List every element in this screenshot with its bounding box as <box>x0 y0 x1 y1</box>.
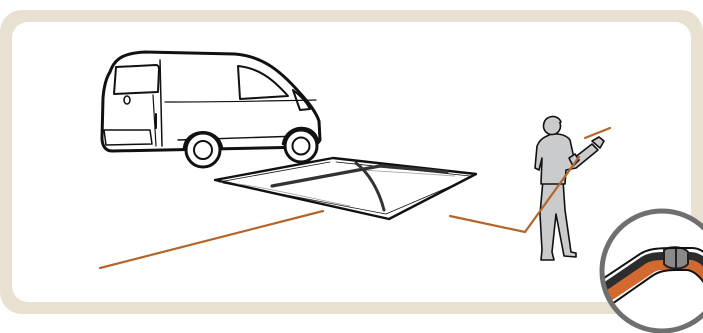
van-side-window <box>237 65 289 100</box>
tent-illustration <box>213 156 478 221</box>
annotation-line-right <box>448 155 581 234</box>
pole-outline-bottom <box>611 269 703 307</box>
van-front-hub <box>291 136 311 156</box>
annotation-line-left <box>98 209 325 270</box>
van-door-seam <box>159 59 163 147</box>
magnifier-ring <box>599 208 703 333</box>
tent-crease-left <box>237 183 351 207</box>
van-bumper <box>103 129 153 146</box>
person-hand <box>591 136 605 149</box>
pole-segment-right-dark <box>672 252 703 298</box>
annotation-line-pole <box>583 126 612 140</box>
person-hand-left <box>568 153 580 167</box>
person-legs <box>539 179 577 261</box>
van-illustration <box>100 50 322 169</box>
van-rear-door-seam <box>152 94 157 147</box>
tent-crease-right <box>359 169 456 177</box>
pole-segment-left-dark <box>602 252 680 294</box>
person-torso <box>534 133 599 185</box>
tent-sheet-edge-bottom <box>222 177 471 215</box>
van-side-crease <box>164 99 317 103</box>
annotation-lines <box>98 126 612 270</box>
tent-pole-curved <box>354 161 386 212</box>
tent-sheet-edge-left <box>218 161 331 183</box>
person-illustration <box>534 115 605 261</box>
van-logo-icon <box>123 95 131 105</box>
pole-outline-top <box>602 247 703 291</box>
van-rear-hub <box>193 140 213 160</box>
magnifier-detail <box>599 208 703 333</box>
person-hair <box>543 115 562 124</box>
van-rear-window <box>113 64 160 95</box>
tent-ground-sheet <box>213 156 478 221</box>
tent-pole-straight <box>270 164 449 188</box>
pole-segment-left-orange <box>602 254 684 304</box>
